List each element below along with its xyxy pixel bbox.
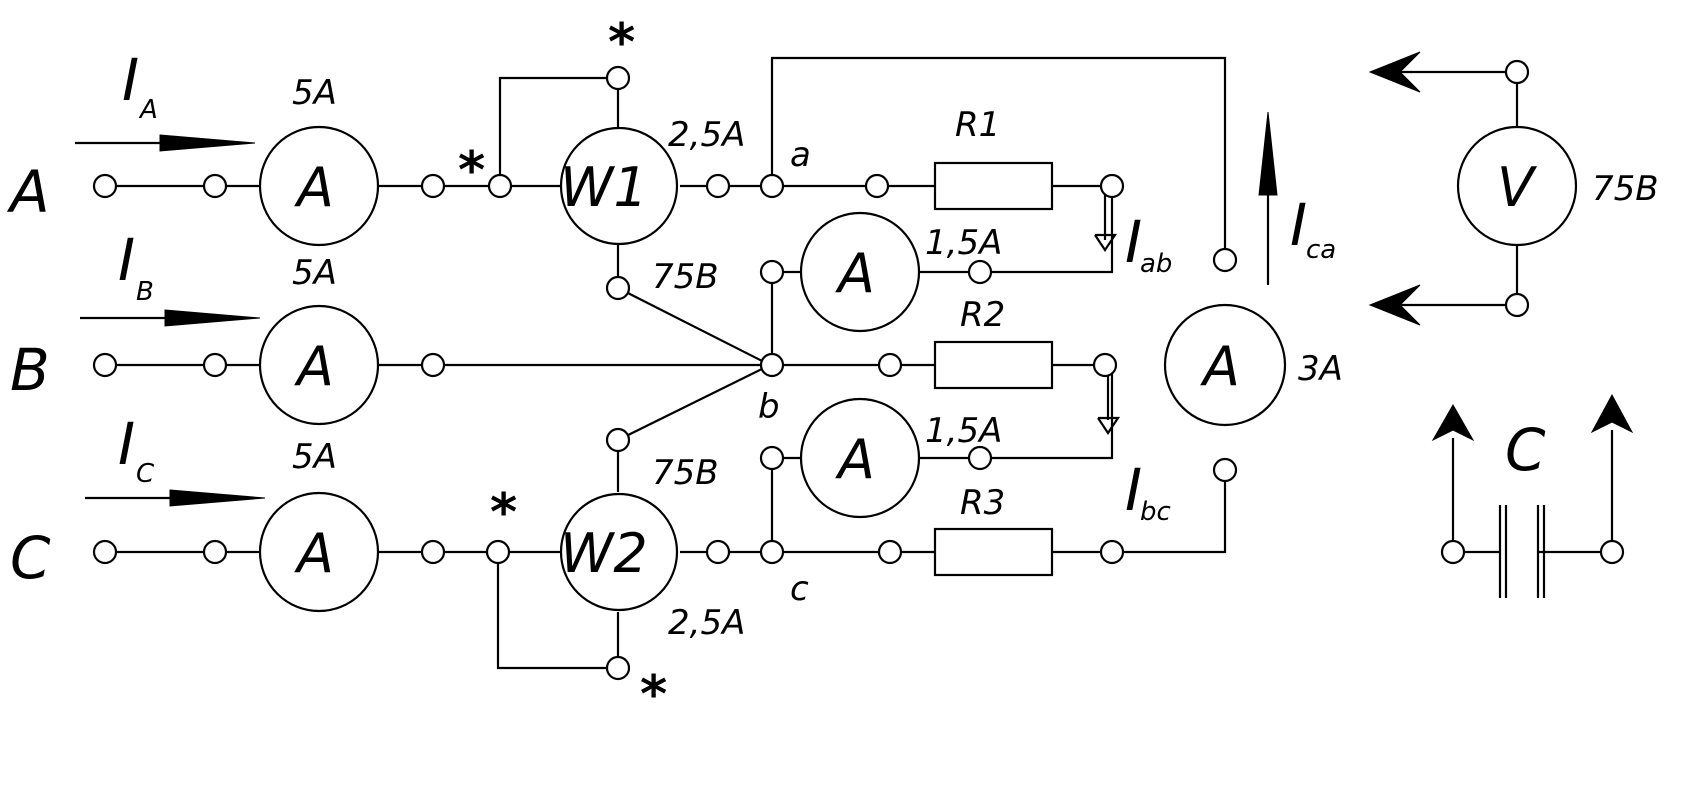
- ammeter-b: [258, 304, 380, 426]
- ammeter-bc-rating: 1,5A: [925, 411, 1002, 451]
- w2-current-rating: 2,5A: [668, 603, 745, 643]
- current-ib-main: I: [118, 226, 135, 294]
- ammeter-ca: [1163, 303, 1287, 427]
- phase-b-label: B: [10, 336, 50, 404]
- ammeter-ab-symbol: A: [835, 242, 875, 305]
- current-ica-main: I: [1290, 191, 1307, 259]
- w2-voltage-star: *: [640, 665, 667, 725]
- ammeter-a: [258, 125, 380, 247]
- current-ibc-sub: bc: [1140, 497, 1171, 527]
- resistors: [933, 161, 1054, 577]
- current-ic-main: I: [118, 410, 135, 478]
- ammeter-bc: [799, 397, 921, 519]
- wattmeter-w1-label: W1: [560, 156, 648, 219]
- current-iab-main: I: [1125, 208, 1142, 276]
- resistor-r1: [933, 161, 1054, 211]
- ammeter-c: [258, 491, 380, 613]
- wattmeter-w2: [559, 492, 679, 612]
- current-ic-sub: C: [136, 459, 155, 489]
- wires: [105, 56, 1614, 670]
- terminals: [92, 59, 1625, 681]
- wattmeter-w1: [559, 126, 679, 246]
- node-a-label: a: [790, 135, 811, 175]
- ammeter-ab-rating: 1,5A: [925, 223, 1002, 263]
- ammeter-c-rating: 5A: [292, 437, 337, 477]
- ammeter-ca-symbol: A: [1200, 335, 1240, 398]
- arrows: [75, 51, 1634, 507]
- w1-voltage-star: *: [608, 13, 635, 73]
- current-iab-sub: ab: [1140, 249, 1172, 279]
- w2-voltage-rating: 75B: [652, 453, 719, 493]
- current-ia-main: I: [122, 46, 139, 114]
- ammeter-ab: [799, 211, 921, 333]
- resistor-r2-label: R2: [960, 295, 1005, 335]
- resistor-r2: [933, 340, 1054, 390]
- resistor-r3: [933, 527, 1054, 577]
- phase-c-label: C: [10, 524, 51, 592]
- w1-current-rating: 2,5A: [668, 115, 745, 155]
- current-ica-sub: ca: [1306, 235, 1336, 265]
- resistor-r1-label: R1: [955, 105, 1000, 145]
- wattmeter-w2-label: W2: [560, 522, 648, 585]
- labels: A B C I A I B I C 5A 5A 5A A A A W1 W2 A…: [6, 13, 1659, 725]
- node-c-label: c: [790, 569, 809, 609]
- voltmeter: [1456, 125, 1578, 247]
- voltmeter-rating: 75B: [1592, 169, 1659, 209]
- ammeter-ca-rating: 3A: [1298, 349, 1343, 389]
- ammeter-a-symbol: A: [294, 156, 334, 219]
- w1-voltage-rating: 75B: [652, 257, 719, 297]
- ammeter-b-rating: 5A: [292, 253, 337, 293]
- meters: [258, 125, 1578, 613]
- current-ia-sub: A: [138, 95, 158, 125]
- current-ibc-main: I: [1125, 456, 1142, 524]
- voltmeter-symbol: V: [1497, 156, 1538, 219]
- capacitor-label: C: [1505, 416, 1546, 484]
- ammeter-bc-symbol: A: [835, 428, 875, 491]
- ammeter-c-symbol: A: [294, 522, 334, 585]
- node-b-label: b: [758, 387, 780, 427]
- ammeter-b-symbol: A: [294, 335, 334, 398]
- ammeter-a-rating: 5A: [292, 73, 337, 113]
- w2-current-star: *: [490, 483, 517, 543]
- current-ib-sub: B: [136, 277, 154, 307]
- w1-current-star: *: [458, 141, 485, 201]
- phase-a-label: A: [6, 158, 50, 226]
- resistor-r3-label: R3: [960, 483, 1005, 523]
